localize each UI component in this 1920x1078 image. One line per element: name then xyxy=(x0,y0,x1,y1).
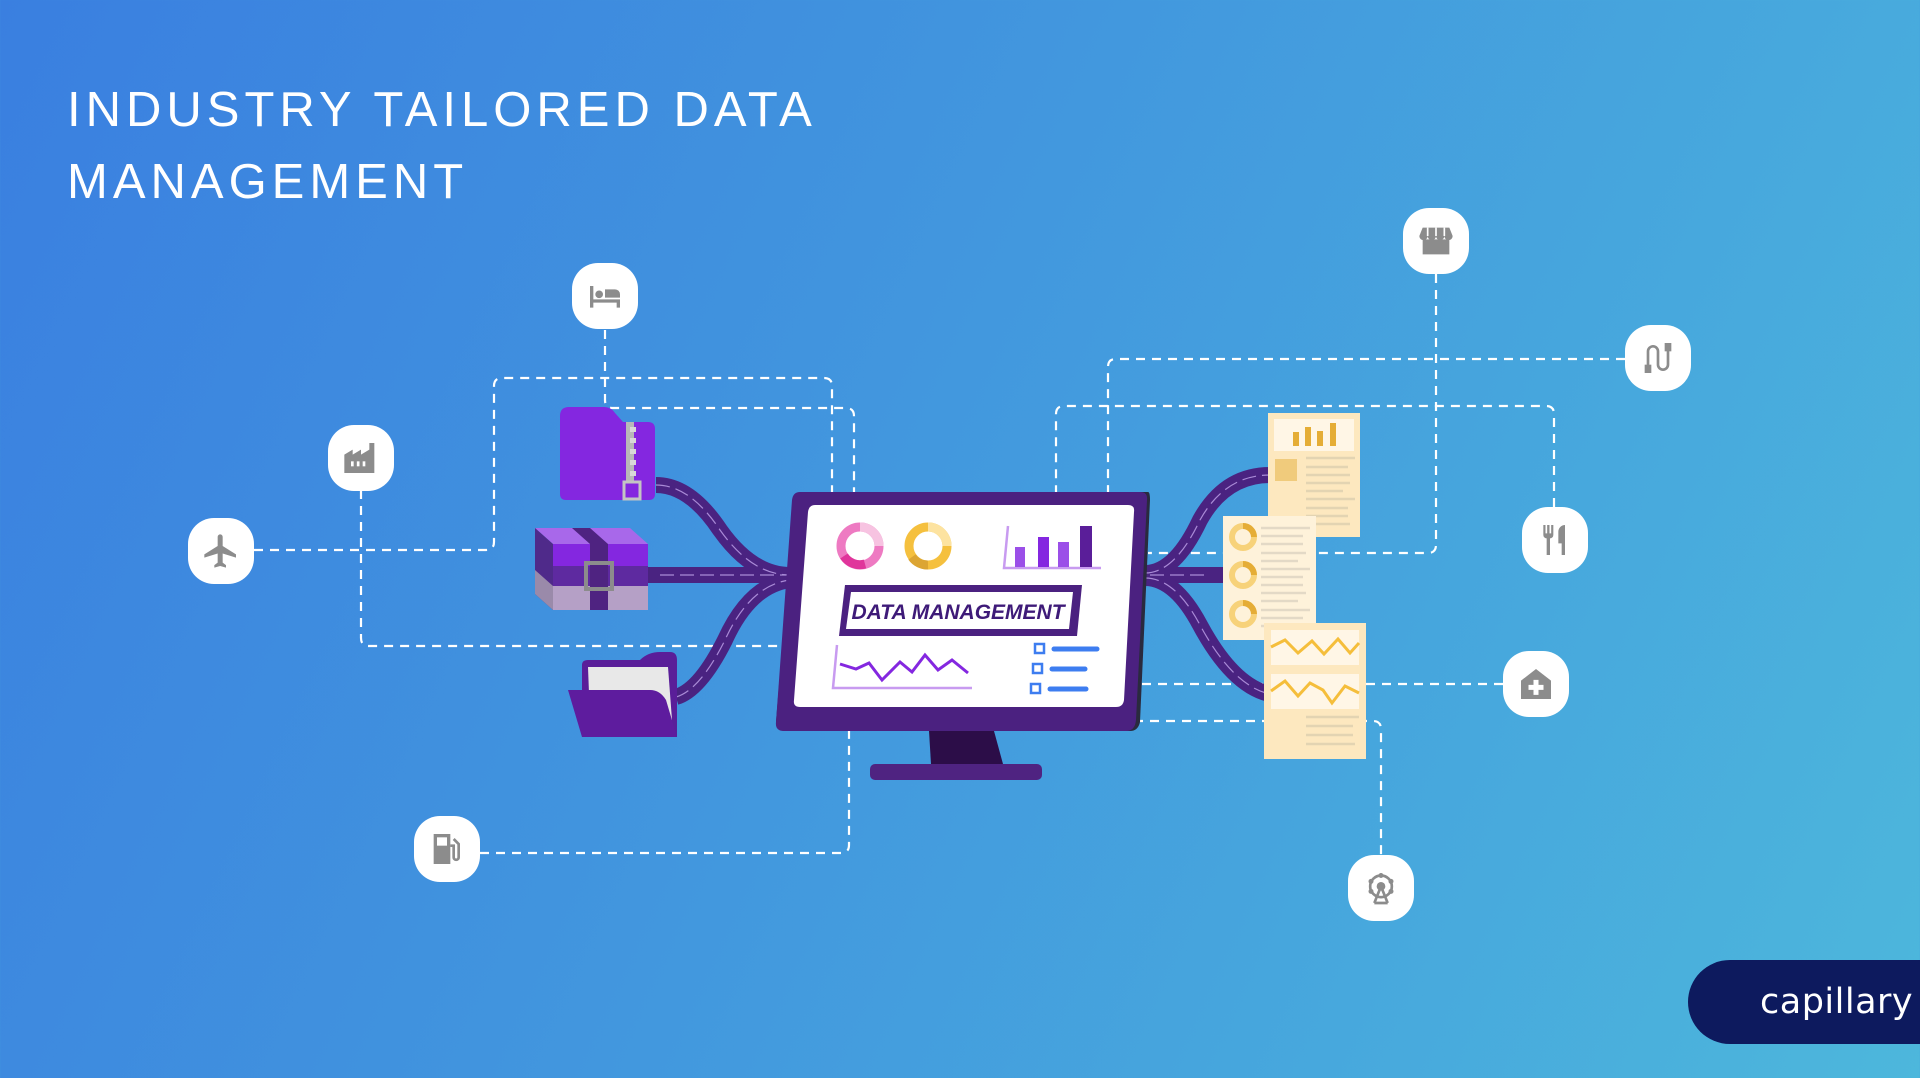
trend-report-icon xyxy=(1264,623,1366,759)
fuel-pump-icon xyxy=(433,834,460,864)
screen-line-chart xyxy=(831,644,972,690)
title-line-1: INDUSTRY TAILORED DATA xyxy=(67,83,817,137)
archive-box-icon xyxy=(535,528,648,610)
storefront-icon xyxy=(1419,227,1453,255)
data-management-label: DATA MANAGEMENT xyxy=(839,585,1082,636)
brand-name: capillary xyxy=(1760,982,1914,1022)
screen-checklist xyxy=(1029,642,1100,695)
bed-icon xyxy=(590,286,620,308)
industry-airline-button[interactable] xyxy=(188,518,254,584)
open-folder-icon xyxy=(568,652,677,737)
factory-icon xyxy=(344,443,375,473)
industry-manufacturing-button[interactable] xyxy=(328,425,394,491)
industry-restaurant-button[interactable] xyxy=(1522,507,1588,573)
industry-hospitality-button[interactable] xyxy=(572,263,638,329)
ferris-wheel-icon xyxy=(1368,873,1394,905)
brand-logo: capillary xyxy=(1688,960,1920,1044)
cable-icon xyxy=(1644,343,1672,373)
title-line-2: MANAGEMENT xyxy=(67,155,469,209)
airplane-icon xyxy=(204,534,236,568)
donut-report-icon xyxy=(1223,516,1316,640)
industry-electronics-button[interactable] xyxy=(1625,325,1691,391)
industry-fuel-button[interactable] xyxy=(414,816,480,882)
industry-healthcare-button[interactable] xyxy=(1503,651,1569,717)
screen-bar-chart xyxy=(1002,525,1101,570)
industry-retail-button[interactable] xyxy=(1403,208,1469,274)
monitor: DATA MANAGEMENT xyxy=(775,492,1150,780)
fork-knife-icon xyxy=(1543,525,1565,555)
page-title: INDUSTRY TAILORED DATA MANAGEMENT xyxy=(67,74,817,218)
industry-entertainment-button[interactable] xyxy=(1348,855,1414,921)
left-data-pipes xyxy=(648,477,792,705)
hospital-icon xyxy=(1521,669,1551,699)
screen-title: DATA MANAGEMENT xyxy=(851,601,1066,624)
zip-folder-icon xyxy=(560,407,655,501)
